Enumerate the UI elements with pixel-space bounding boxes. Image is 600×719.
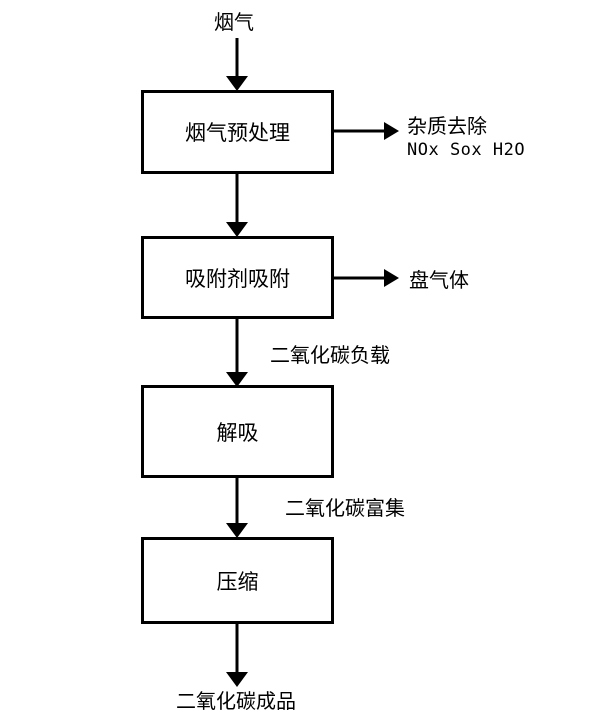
arrowhead-compress-to-product [226, 672, 248, 687]
arrowhead-pretreat-to-impurity [384, 122, 399, 140]
arrowhead-input-to-pretreat [226, 76, 248, 91]
arrowhead-adsorb-to-desorb [226, 372, 248, 387]
flow-label-loaded: 二氧化碳负载 [270, 343, 390, 367]
step-pretreatment-label: 烟气预处理 [185, 121, 290, 145]
step-compression-label: 压缩 [216, 569, 259, 594]
product-label: 二氧化碳成品 [176, 689, 296, 713]
arrowhead-desorb-to-compress [226, 523, 248, 538]
step-adsorption-label: 吸附剂吸附 [185, 266, 290, 291]
step-pretreatment: 烟气预处理 [141, 90, 334, 174]
impurity-detail-label: NOx Sox H2O [407, 140, 526, 160]
step-adsorption: 吸附剂吸附 [141, 236, 334, 319]
arrowhead-adsorb-to-wastegas [384, 269, 399, 287]
flow-label-enriched: 二氧化碳富集 [285, 496, 405, 520]
step-compression: 压缩 [141, 537, 334, 624]
arrowhead-pretreat-to-adsorb [226, 222, 248, 237]
input-label: 烟气 [214, 10, 254, 34]
impurity-removal-label: 杂质去除 [407, 114, 487, 138]
waste-gas-label: 盘气体 [409, 268, 469, 292]
step-desorption-label: 解吸 [216, 420, 259, 445]
step-desorption: 解吸 [141, 385, 334, 478]
